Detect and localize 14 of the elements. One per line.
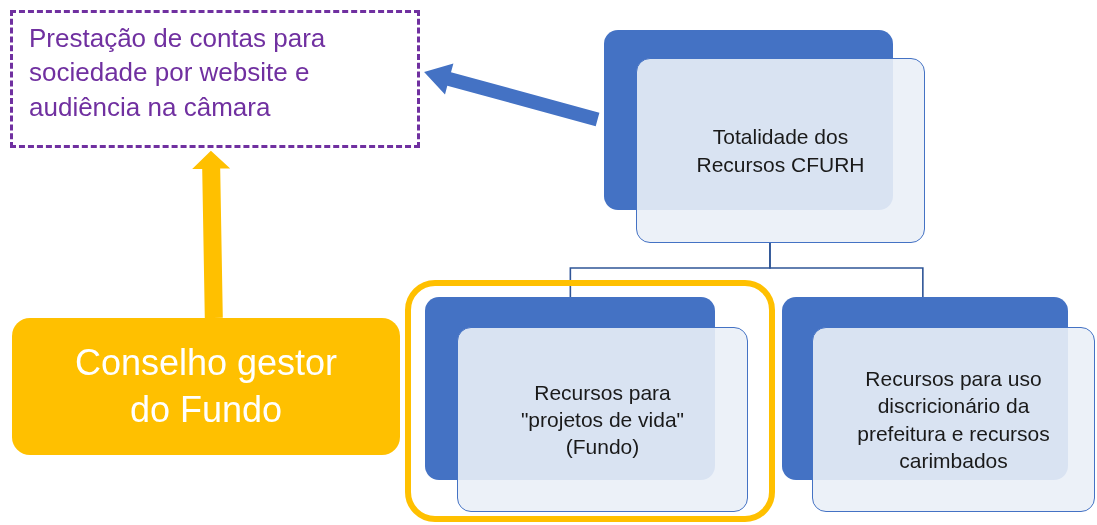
card-text: Totalidade dos Recursos CFURH [695,124,866,178]
stacked-card [604,30,925,243]
note-text: Prestação de contas para sociedade por website e audiência na câmara [29,22,327,124]
connector-line [769,242,924,298]
arrow [424,63,600,127]
council-text: Conselho gestor do Fundo [73,340,339,432]
arrow [192,150,231,319]
stacked-card [425,297,748,512]
stacked-card [782,297,1095,512]
highlight-frame [405,280,775,522]
card-text: Recursos para "projetos de vida" (Fundo) [519,379,686,461]
card-text: Recursos para uso discricionário da prefeitura e recursos carimbados [856,365,1051,474]
council-box [12,318,400,455]
note-box [10,10,420,148]
